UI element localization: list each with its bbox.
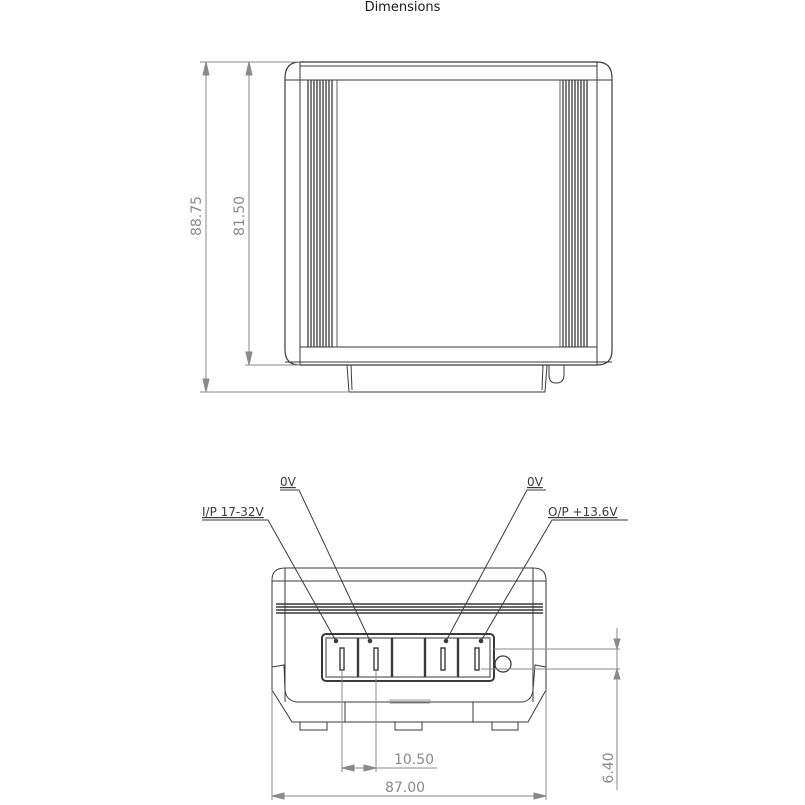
callout-input-zero: 0V — [280, 475, 297, 489]
dim-overall-width: 87.00 — [385, 780, 425, 796]
bottom-view — [202, 489, 628, 731]
front-view-dimensions — [200, 61, 349, 393]
page-title: Dimensions — [364, 0, 441, 15]
bottom-connector-outline — [346, 364, 548, 393]
dim-overall-height: 88.75 — [189, 196, 205, 236]
side-knob — [548, 365, 565, 384]
right-cooling-fins — [559, 80, 588, 347]
dim-terminal-offset: 6.40 — [601, 752, 617, 783]
callout-output-positive: O/P +13.6V — [548, 505, 618, 519]
bottom-view-dimensions — [271, 628, 621, 800]
dim-pin-pitch: 10.50 — [394, 752, 434, 768]
callout-leaders — [202, 489, 628, 644]
pin-input-zero — [373, 647, 379, 671]
terminal-block — [321, 633, 495, 682]
pin-output-positive — [474, 647, 480, 671]
left-cooling-fins — [307, 80, 338, 347]
side-knob-round — [494, 655, 512, 673]
front-view — [284, 61, 613, 393]
pin-input-positive — [339, 647, 345, 671]
callout-input-positive: I/P 17-32V — [202, 505, 265, 519]
callout-output-zero: 0V — [527, 475, 544, 489]
pin-output-zero — [440, 647, 446, 671]
dim-body-height: 81.50 — [232, 196, 248, 236]
